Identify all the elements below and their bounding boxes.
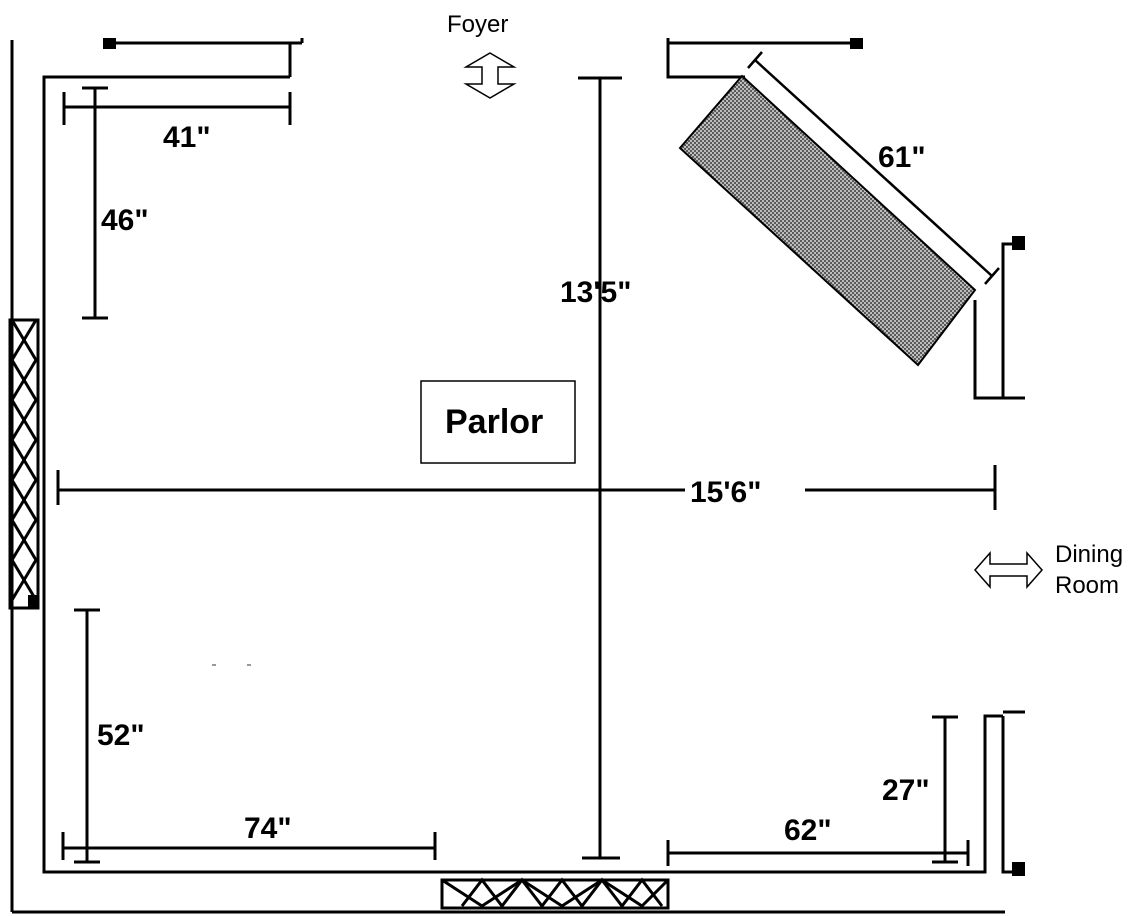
dim-top-left-height: 46" (101, 204, 149, 237)
dim-diagonal: 61" (878, 141, 926, 174)
dim-bottom-left-width: 74" (244, 812, 292, 845)
dim-bottom-right-height: 27" (882, 774, 930, 807)
dining-arrow-icon (973, 551, 1044, 589)
wall-end-caps (28, 38, 1025, 876)
dim-top-left-width: 41" (163, 121, 211, 154)
walls (10, 38, 1025, 914)
diagonal-furniture (678, 51, 1000, 367)
foyer-label: Foyer (447, 11, 508, 38)
dim-width-total: 15'6" (690, 476, 761, 509)
dining-label-line2: Room (1055, 572, 1119, 599)
foyer-arrow-icon (463, 52, 517, 99)
dim-bottom-right-width: 62" (784, 814, 832, 847)
window-left (8, 318, 40, 610)
dining-label-line1: Dining (1055, 541, 1123, 568)
dim-bottom-left-height: 52" (97, 719, 145, 752)
top-left-wall (103, 41, 292, 77)
window-bottom (440, 877, 670, 910)
dim-height-total: 13'5" (560, 276, 631, 309)
stray-marks (212, 664, 251, 666)
room-label-box (420, 380, 576, 464)
top-right-wall (666, 38, 745, 79)
inner-wall-left-bottom (42, 75, 1003, 874)
room-name: Parlor (445, 403, 543, 441)
dimension-lines (56, 76, 997, 866)
right-lower-wall (1001, 716, 1022, 874)
